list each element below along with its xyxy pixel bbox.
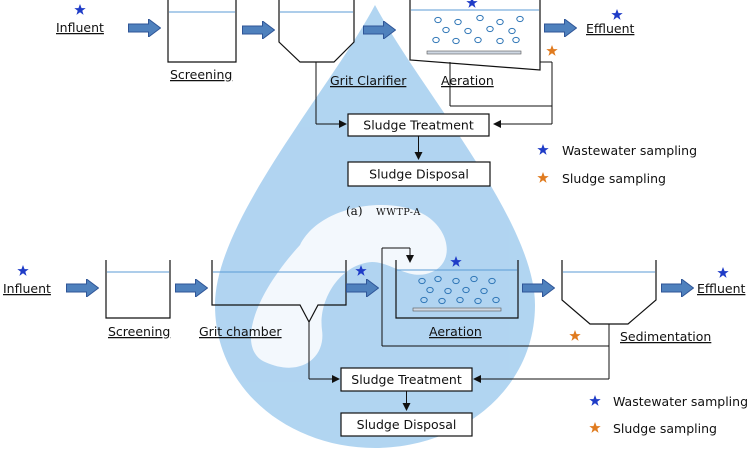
influent-label-b: Influent <box>3 281 51 296</box>
wastewater-star-icon <box>611 9 623 20</box>
legend-sludge-label-b: Sludge sampling <box>613 421 717 436</box>
legend-sludge-star-icon <box>589 422 601 433</box>
screening-label-b: Screening <box>108 324 170 339</box>
grit-clarifier-a <box>278 0 355 128</box>
sludge-disposal-label-a: Sludge Disposal <box>369 167 469 182</box>
flow-arrow-icon <box>661 279 694 297</box>
sludge-star-icon <box>546 45 558 56</box>
watermark-drop-icon <box>215 5 535 448</box>
flow-arrow-icon <box>544 19 577 37</box>
sludge-disposal-box-a <box>347 161 491 187</box>
legend-sludge-label-a: Sludge sampling <box>562 171 666 186</box>
aeration-label-a: Aeration <box>441 73 494 88</box>
wastewater-star-icon <box>466 0 478 8</box>
sludge-disposal-box-b <box>340 412 473 437</box>
flow-arrow-icon <box>242 21 275 39</box>
caption-name-a: WWTP-A <box>376 207 421 218</box>
legend-wastewater-star-icon <box>589 395 601 406</box>
grit-label-a: Grit Clarifier <box>330 73 407 88</box>
wastewater-star-icon <box>717 267 729 278</box>
effluent-label-a: Effluent <box>586 21 635 36</box>
caption-prefix-a: (a) <box>346 204 363 218</box>
legend-wastewater-label-b: Wastewater sampling <box>613 394 748 409</box>
flow-arrow-icon <box>66 279 99 297</box>
flow-arrow-icon <box>175 279 208 297</box>
wastewater-star-icon <box>74 4 86 15</box>
legend-sludge-star-icon <box>537 172 549 183</box>
diagram-b: Influent Screening Grit chamber <box>3 247 748 437</box>
aeration-label-b: Aeration <box>429 324 482 339</box>
grit-label-b: Grit chamber <box>199 324 282 339</box>
sludge-star-icon <box>569 330 581 341</box>
grit-chamber-b <box>211 260 347 383</box>
sludge-treatment-label-a: Sludge Treatment <box>363 118 474 133</box>
aeration-tank-a <box>409 0 553 128</box>
sedimentation-tank-b <box>382 260 657 383</box>
screening-tank-b <box>105 260 171 319</box>
sedimentation-label-b: Sedimentation <box>620 329 711 344</box>
legend-wastewater-label-a: Wastewater sampling <box>562 143 697 158</box>
screening-tank-a <box>167 0 237 63</box>
flow-arrow-icon <box>128 19 161 37</box>
legend-wastewater-star-icon <box>537 144 549 155</box>
sludge-disposal-label-b: Sludge Disposal <box>357 417 457 432</box>
aeration-tank-b <box>381 247 519 346</box>
effluent-label-b: Effluent <box>697 281 746 296</box>
wastewater-star-icon <box>17 265 29 276</box>
sludge-treatment-label-b: Sludge Treatment <box>351 372 462 387</box>
diagram-a: Influent Screening Grit Clarifier <box>56 0 697 218</box>
screening-label-a: Screening <box>170 67 232 82</box>
influent-label-a: Influent <box>56 20 104 35</box>
